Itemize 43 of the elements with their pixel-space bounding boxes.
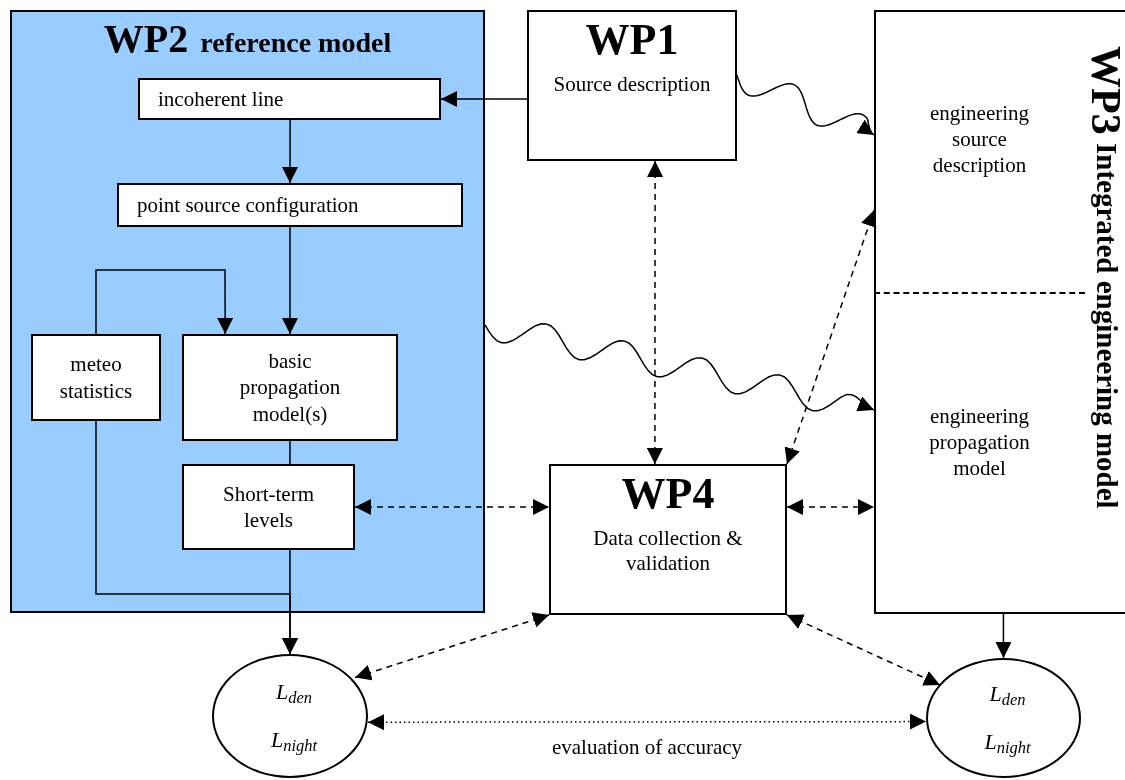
connector-line [289, 440, 291, 465]
arrow [354, 612, 550, 681]
arrow [354, 499, 550, 516]
package-box [549, 464, 787, 615]
package-description: Data collection & validation [592, 526, 744, 577]
process-box [31, 334, 161, 421]
arrow [646, 160, 664, 465]
arrow [282, 119, 299, 184]
package-box [874, 10, 1125, 614]
process-box [138, 78, 441, 120]
arrow [784, 209, 877, 465]
package-title: WP4 [621, 472, 715, 516]
arrow [786, 499, 875, 516]
box-label: basic propagation model(s) [238, 348, 342, 427]
arrow [786, 614, 941, 686]
box-label: engineering source description [928, 99, 1031, 179]
arrow [95, 420, 298, 655]
process-box [182, 334, 398, 441]
package-title: WP1 [585, 18, 679, 62]
arrow [484, 323, 875, 412]
box-label: incoherent line [158, 85, 284, 113]
package-title: WP3 [1085, 46, 1125, 135]
box-label: meteo statistics [58, 351, 134, 404]
arrow [995, 613, 1012, 659]
package-box [527, 10, 737, 161]
arrow [282, 226, 298, 335]
process-box [182, 464, 355, 550]
level-symbol: L$_{den}$ [989, 683, 1026, 705]
box-label: Short-term levels [222, 480, 315, 534]
box-label: point source configuration [137, 191, 359, 219]
arrow [367, 713, 927, 731]
arrow [95, 269, 234, 335]
level-symbol: L$_{den}$ [275, 681, 313, 703]
package-description: Integrated engineering model [1091, 142, 1121, 509]
box-label: engineering propagation model [928, 402, 1031, 482]
arrow [440, 91, 528, 107]
edge-label: evaluation of accuracy [551, 736, 743, 758]
panel-subtitle: reference model [200, 26, 392, 60]
package-description: Source description [553, 72, 711, 98]
package-panel [10, 10, 485, 613]
arrow [736, 74, 875, 136]
process-box [117, 183, 463, 227]
panel-title: WP2 [103, 15, 189, 63]
